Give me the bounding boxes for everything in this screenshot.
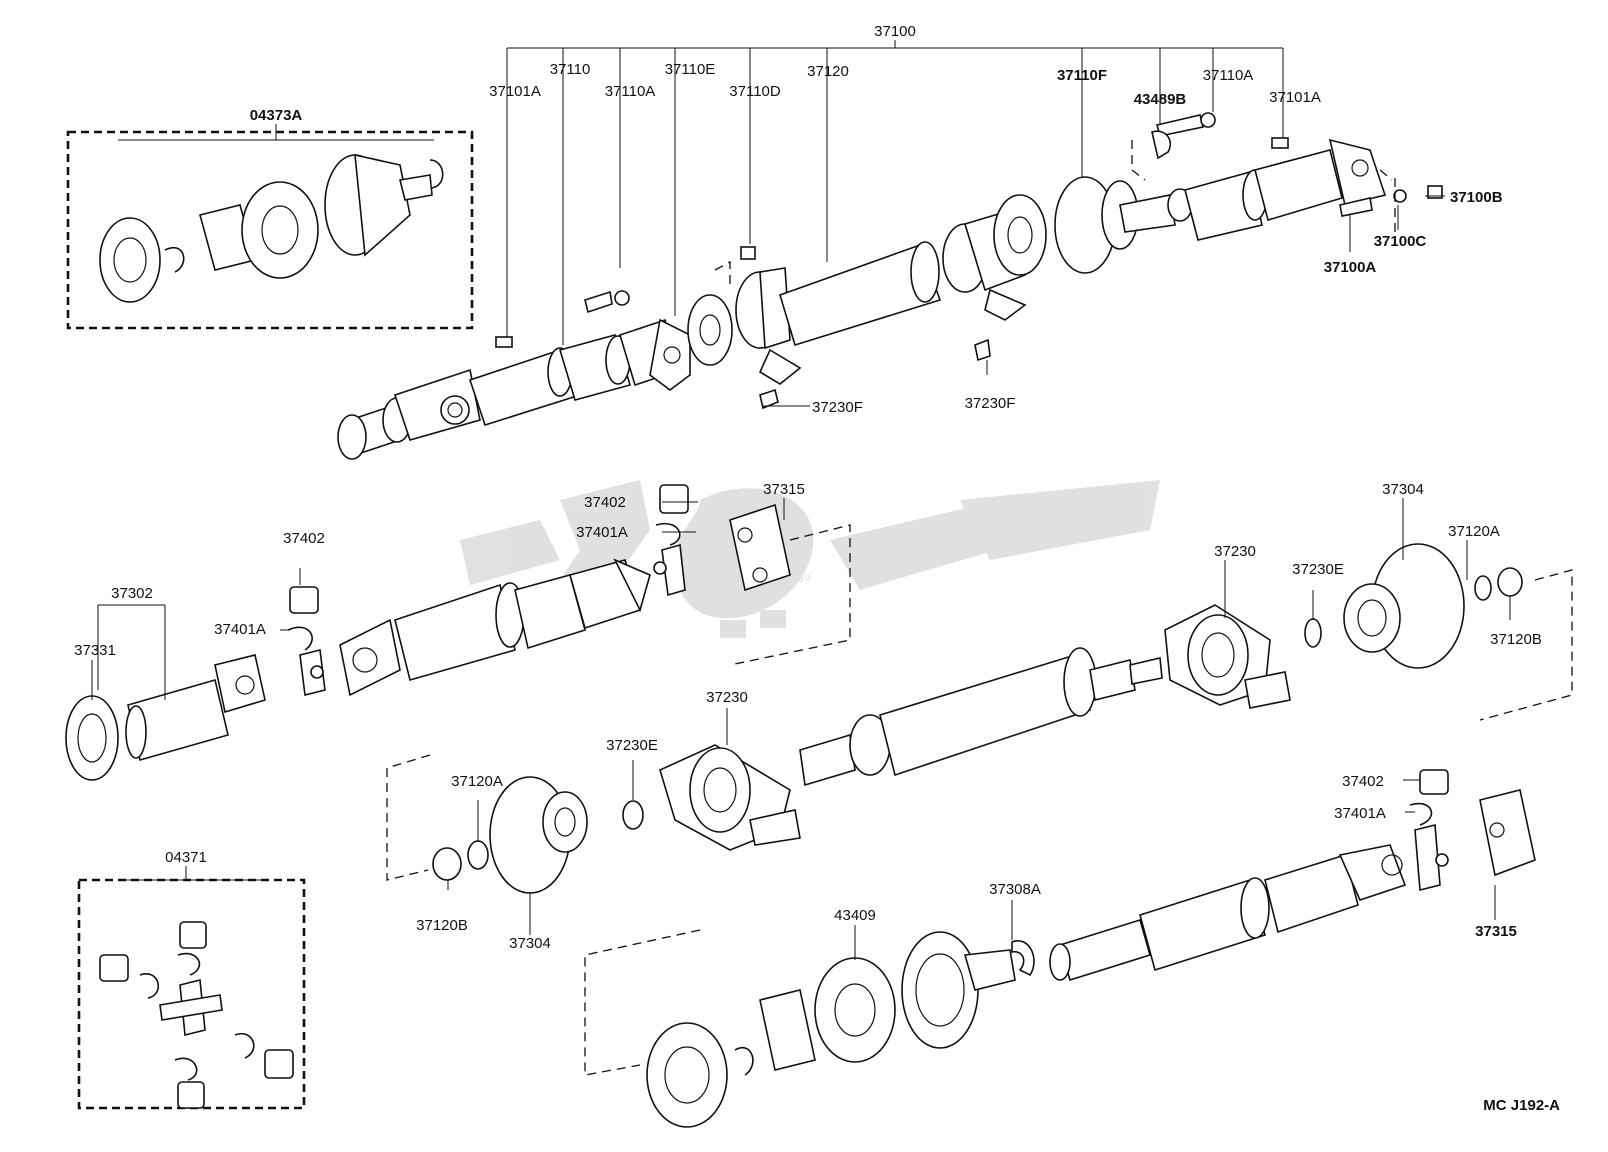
- center-bearing-front: [687, 267, 802, 385]
- label-37101A-right: 37101A: [1269, 89, 1321, 106]
- label-37101A-left: 37101A: [489, 83, 541, 100]
- main-tube-37120: [779, 211, 1027, 347]
- label-37120B-mid: 37120B: [416, 917, 468, 934]
- label-37120B-right: 37120B: [1490, 631, 1542, 648]
- rear-tube-and-yoke: [1184, 138, 1387, 241]
- label-37304-mid: 37304: [509, 935, 551, 952]
- label-04373A: 04373A: [250, 107, 303, 124]
- label-37120: 37120: [807, 63, 849, 80]
- leader-lines: [91, 195, 1511, 960]
- label-37100: 37100: [874, 23, 916, 40]
- label-37100C: 37100C: [1374, 233, 1427, 250]
- front-slip-yoke: [337, 368, 481, 460]
- center-bearing-37230-mid: [659, 744, 801, 851]
- label-37230F-right: 37230F: [965, 395, 1016, 412]
- label-37120A-right: 37120A: [1448, 523, 1500, 540]
- label-37110E: 37110E: [665, 61, 716, 78]
- clip-37308A: [1011, 940, 1035, 977]
- label-37110A-left: 37110A: [605, 83, 656, 100]
- dash-connector-top-1: [714, 260, 731, 290]
- label-37401A-bottom: 37401A: [1334, 805, 1386, 822]
- kit-04373A-box: [66, 130, 474, 330]
- dash-box-37315-top: [729, 524, 851, 666]
- spider-bottom: [1409, 769, 1536, 892]
- label-37401A-top: 37401A: [576, 524, 628, 541]
- washer-37230E-right: [1304, 618, 1322, 648]
- front-tube: [468, 318, 691, 426]
- label-43409: 43409: [834, 907, 876, 924]
- flange-37304-mid: [489, 776, 588, 894]
- dash-box-right: [1479, 569, 1573, 721]
- label-37230E-right: 37230E: [1292, 561, 1344, 578]
- rear-flange-and-cv: [993, 176, 1193, 276]
- label-37100B: 37100B: [1450, 189, 1503, 206]
- center-bearing-37230-right: [1164, 604, 1291, 709]
- rear-shaft-bottom: [1049, 844, 1407, 982]
- kit-04373A-leader: [118, 124, 434, 141]
- cv-joint-bottom: [646, 931, 1016, 1128]
- hardware-top: [495, 112, 1443, 410]
- label-37402-left: 37402: [283, 530, 325, 547]
- label-37230E-mid: 37230E: [606, 737, 658, 754]
- front-shaft-middle: [339, 558, 651, 697]
- dash-box-mid-left: [386, 754, 431, 881]
- label-37230-mid: 37230: [706, 689, 748, 706]
- label-37331: 37331: [74, 642, 116, 659]
- nut-37120-mid: [432, 840, 489, 881]
- dash-connector-top-4: [1379, 169, 1393, 181]
- watermark-text: کاویک: [788, 572, 813, 583]
- label-37302: 37302: [111, 585, 153, 602]
- slip-yoke-37302: [65, 654, 266, 781]
- label-37230F-left: 37230F: [812, 399, 863, 416]
- label-43489B: 43489B: [1134, 91, 1187, 108]
- label-37401A-left: 37401A: [214, 621, 266, 638]
- label-37402-top: 37402: [584, 494, 626, 511]
- label-04371: 04371: [165, 849, 207, 866]
- label-37110F: 37110F: [1057, 67, 1107, 84]
- label-37315-top: 37315: [763, 481, 805, 498]
- washer-37230E-mid: [622, 800, 644, 830]
- spider-top: [653, 484, 791, 597]
- label-37110: 37110: [550, 61, 591, 78]
- label-37230-right: 37230: [1214, 543, 1256, 560]
- dash-connector-top-2: [1131, 140, 1146, 181]
- kit-04373A-parts: [99, 153, 444, 303]
- label-37402-bottom: 37402: [1342, 773, 1384, 790]
- label-37304-right: 37304: [1382, 481, 1424, 498]
- label-37315-bottom: 37315: [1475, 923, 1517, 940]
- kit-04371-parts: [99, 921, 294, 1109]
- label-37110D: 37110D: [729, 83, 781, 100]
- label-37100A: 37100A: [1324, 259, 1377, 276]
- label-37120A-mid: 37120A: [451, 773, 503, 790]
- label-37308A: 37308A: [989, 881, 1041, 898]
- nut-37120-right: [1474, 567, 1523, 601]
- footer-code: MC J192-A: [1483, 1097, 1560, 1114]
- flange-37304-right: [1343, 543, 1465, 669]
- top-bracket-37100: [506, 40, 1284, 345]
- intermediate-shaft: [799, 647, 1163, 787]
- bracket-37302: [97, 604, 166, 700]
- kit-04371-leader: [120, 866, 262, 881]
- label-37110A-right: 37110A: [1203, 67, 1254, 84]
- spider-left: [287, 586, 326, 696]
